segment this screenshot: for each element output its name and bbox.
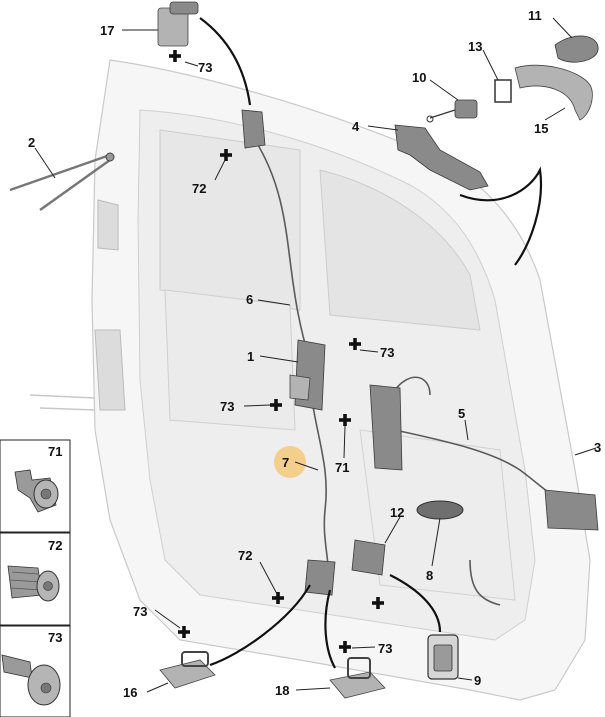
part-1-lock-mechanism [289,339,326,411]
part-3-right-lock [544,489,599,531]
leader-lines [34,17,597,693]
callout-4: 4 [352,119,360,134]
part-13-gasket [494,79,512,103]
part-15-outer-handle [514,64,593,121]
legend-item-72: 72 [0,532,71,626]
callout-11: 11 [528,8,542,23]
callout-13: 13 [468,39,482,54]
window-panel-opening [319,169,481,331]
part-11-handle-cap [554,35,599,63]
callout-12: 12 [390,505,404,520]
hinge-left [94,329,126,411]
callout-labels: 17 73 2 72 11 13 10 4 15 6 1 73 73 71 5 … [28,8,601,700]
legend-item-71: 71 [0,439,71,533]
callout-3: 3 [594,440,601,455]
callout-72: 72 [238,548,252,563]
callout-9: 9 [474,673,481,688]
callout-6: 6 [246,292,253,307]
cables [254,139,561,606]
part-8-inner-handle [416,500,464,520]
part-17-upper-striker [157,1,199,47]
part-18-striker [329,657,386,699]
callout-10: 10 [412,70,426,85]
callout-8: 8 [426,568,433,583]
callout-73: 73 [220,399,234,414]
callout-16: 16 [123,685,137,700]
part-9-cover [427,634,459,680]
legend-label-71: 71 [48,444,62,459]
callout-71: 71 [335,460,349,475]
screw-markers [169,50,384,653]
callout-72: 72 [192,181,206,196]
upper-panel-opening [159,129,301,311]
callout-1: 1 [247,349,254,364]
callout-7: 7 [282,455,289,470]
part-4-inner-lever [394,124,489,191]
legend-label-72: 72 [48,538,62,553]
wire-loop [394,376,431,396]
callout-highlight [274,446,306,478]
hinge-upper-left [97,199,119,251]
legend-item-73: 73 [0,625,71,717]
callout-17: 17 [100,23,114,38]
part-2-rod [9,152,115,212]
fastener-legend: 71 72 73 [0,439,71,717]
callout-73: 73 [378,641,392,656]
legend-label-73: 73 [48,630,62,645]
part-actuator [369,384,403,471]
callout-73: 73 [380,345,394,360]
callout-2: 2 [28,135,35,150]
part-10-lock-cylinder [426,99,478,123]
lower-panel-opening [164,289,296,431]
callout-73: 73 [133,604,147,619]
part-upper-lock [241,109,266,149]
door-check-strap [29,394,96,411]
cable-7 [311,399,330,581]
part-16-striker [159,651,216,689]
callout-5: 5 [458,406,465,421]
part-12-lower-lock [351,539,386,576]
wire-harness [469,559,501,606]
part-lower-left-lock [304,559,336,596]
callout-73: 73 [198,60,212,75]
cable-6 [254,139,311,361]
callout-15: 15 [534,121,548,136]
connector-arcs [199,17,542,669]
callout-18: 18 [275,683,289,698]
